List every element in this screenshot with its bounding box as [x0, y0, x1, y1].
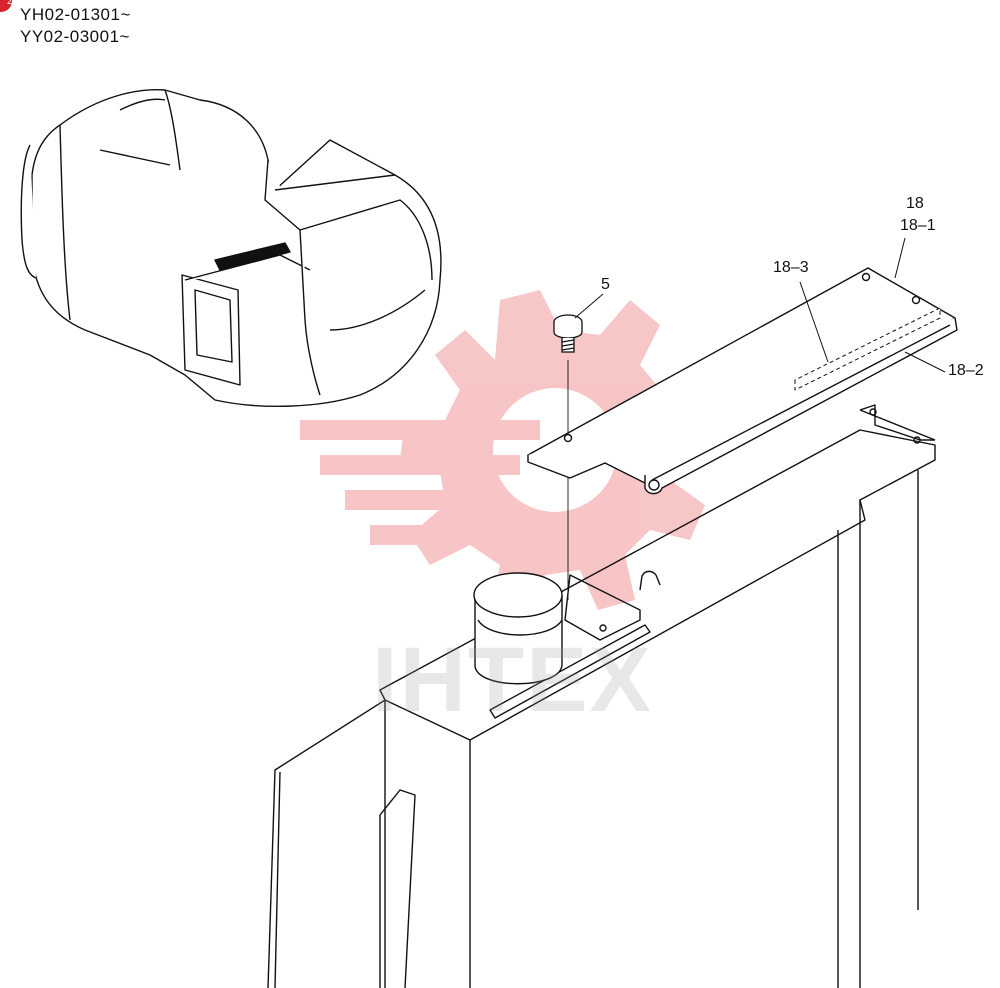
callout-part-18: 18: [906, 195, 924, 212]
cab-illustration: [20, 88, 442, 407]
serial-number-range-2: YY02-03001~: [20, 27, 130, 46]
callout-part-18-3: 18–3: [773, 259, 809, 276]
watermark-text: IHTEX: [372, 629, 653, 731]
radiator-cap: [473, 572, 563, 685]
bolt-part-5: [553, 314, 583, 600]
leader-lines: [574, 237, 946, 373]
cover-plate-part-18: [527, 267, 958, 495]
callout-part-5: 5: [601, 276, 610, 293]
serial-number-range-1: YH02-01301~: [20, 5, 131, 24]
radiator-assembly: [267, 404, 936, 988]
callout-part-18-1: 18–1: [900, 217, 936, 234]
callout-part-18-2: 18–2: [948, 362, 984, 379]
